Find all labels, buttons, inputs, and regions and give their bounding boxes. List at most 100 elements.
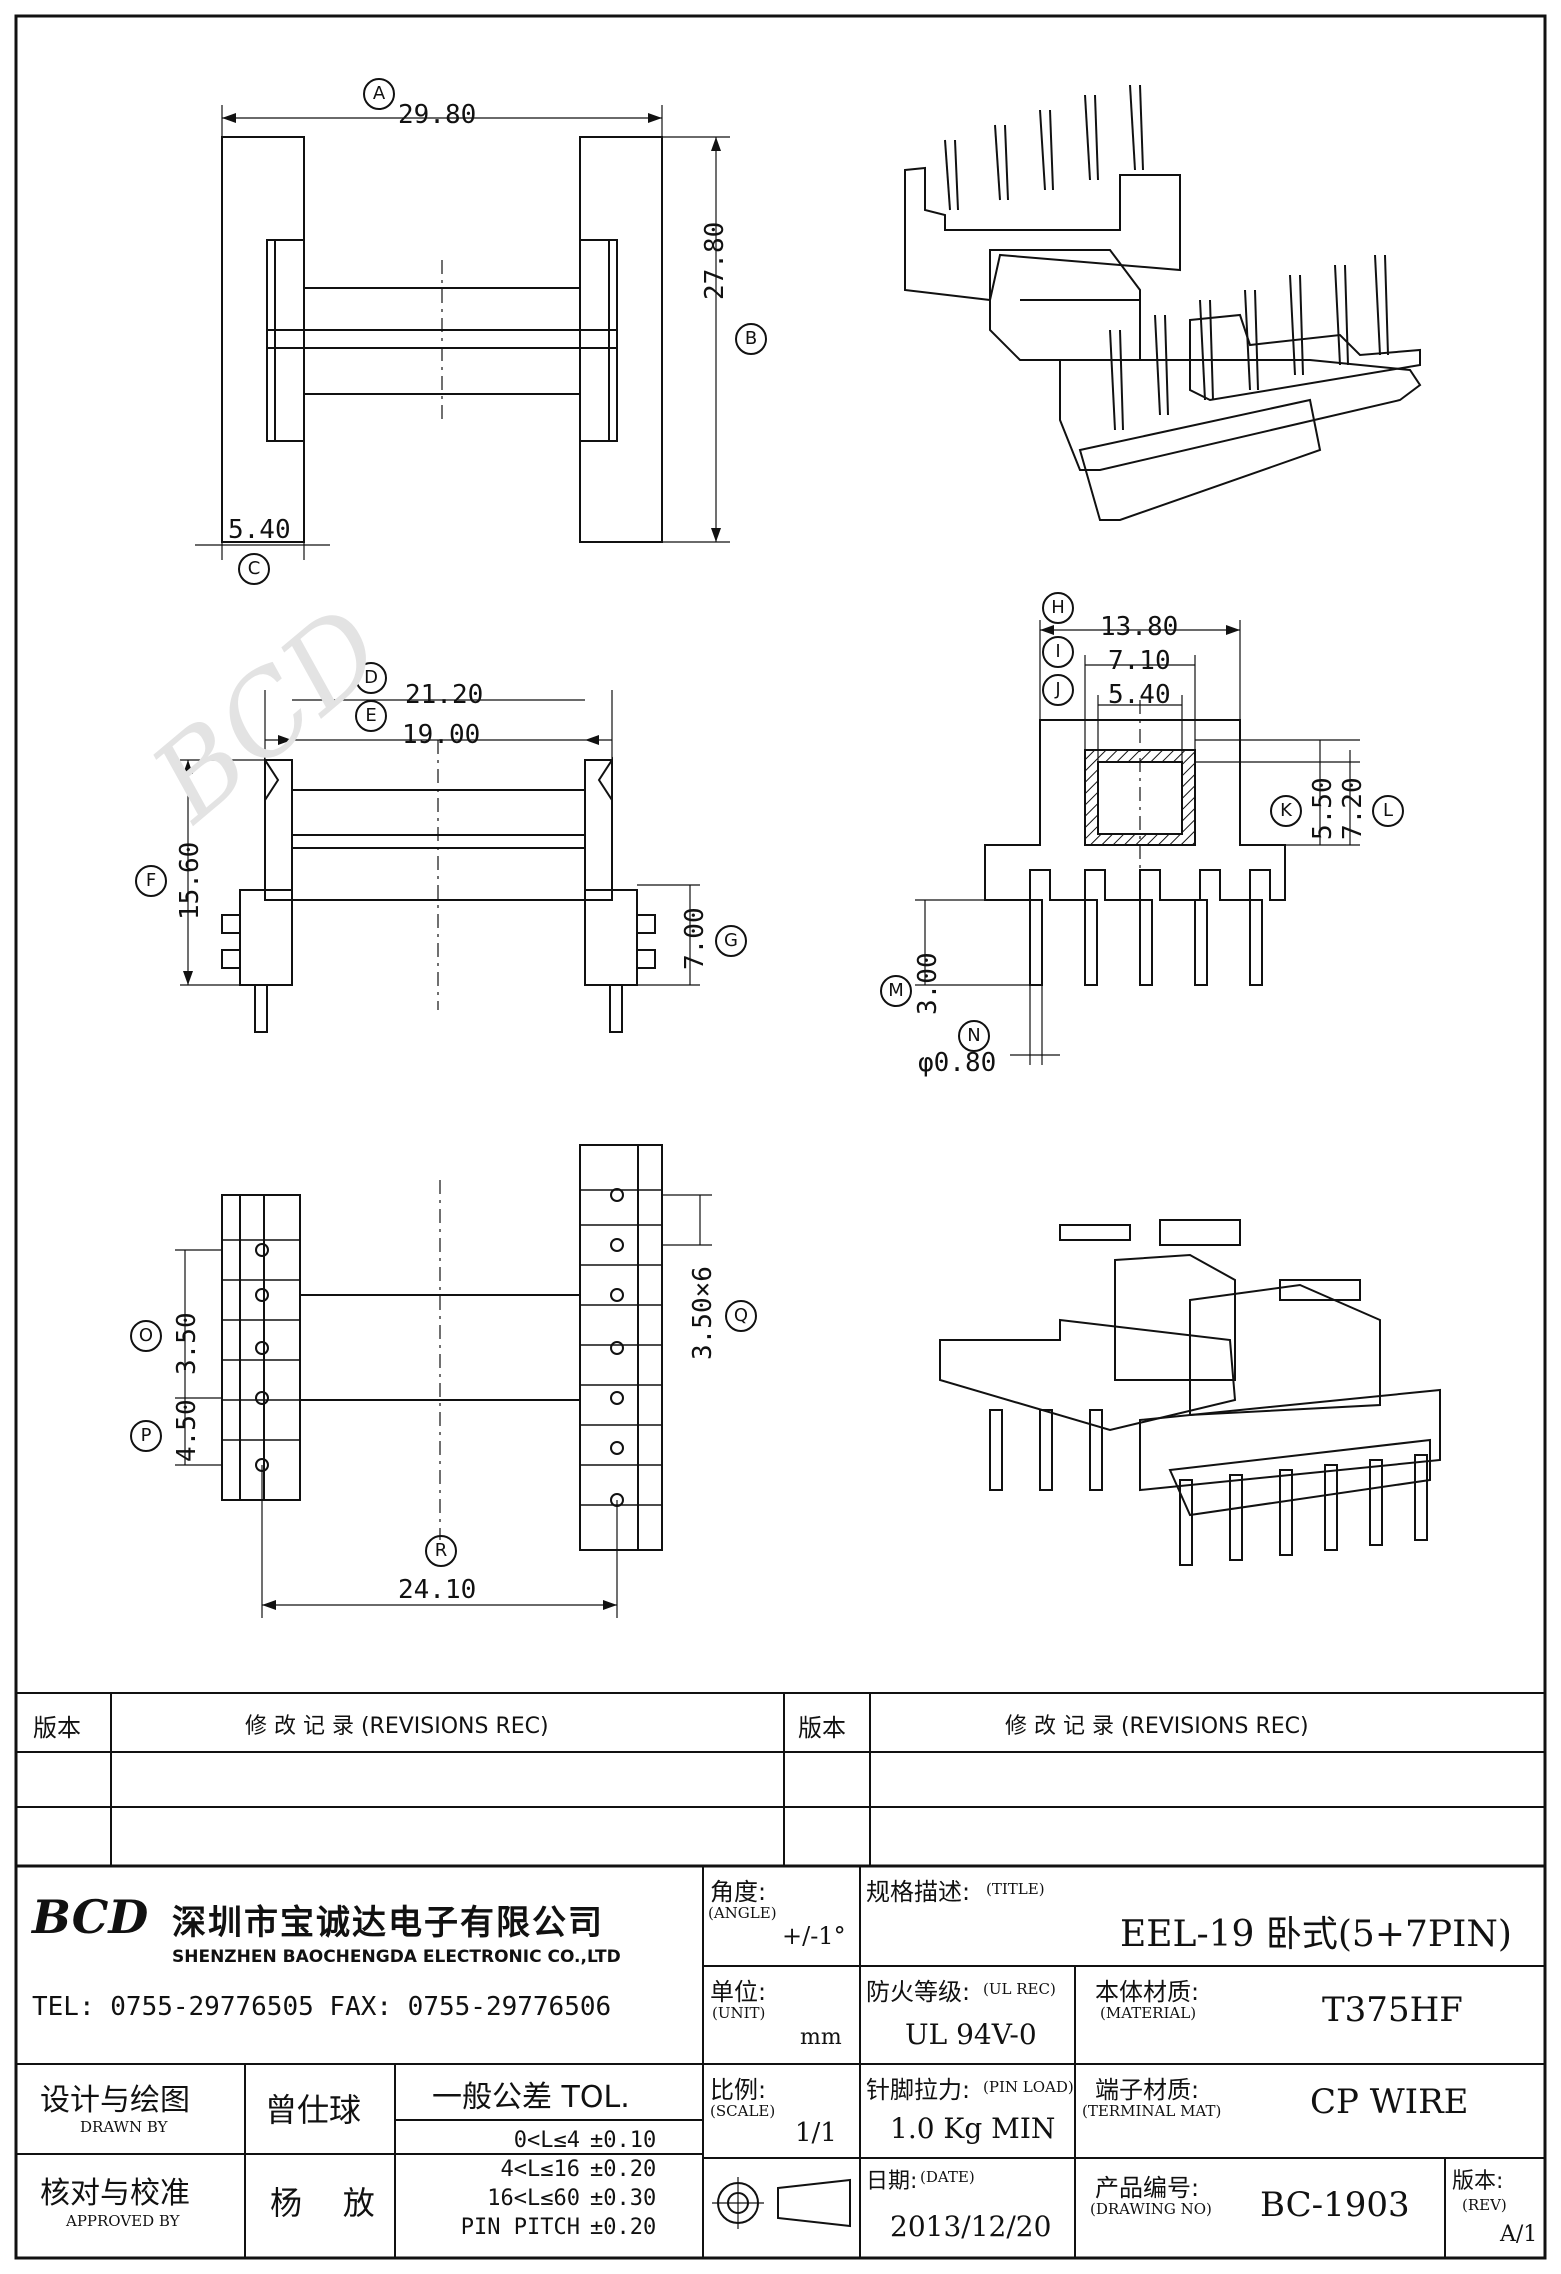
front-view	[915, 620, 1360, 1065]
label-K: K	[1270, 795, 1302, 827]
unit-label: 单位:	[710, 1978, 767, 2006]
tolerance-range: PIN PITCH	[460, 2215, 580, 2240]
tolerance-range: 16<L≤60	[487, 2186, 580, 2211]
projection-symbol	[712, 2177, 851, 2229]
company-contact: TEL: 0755-29776505 FAX: 0755-29776506	[32, 1992, 612, 2022]
date-label: 日期:	[866, 2169, 918, 2194]
dim-D-value: 21.20	[405, 680, 484, 710]
dim-N-value: φ0.80	[918, 1048, 997, 1078]
label-Q: Q	[725, 1300, 757, 1332]
rev-col-version-1: 版本	[33, 1714, 81, 1742]
label-B: B	[735, 323, 767, 355]
terminal-value: CP WIRE	[1310, 2082, 1469, 2122]
dim-L-value: 7.20	[1338, 777, 1368, 840]
scale-label: 比例:	[710, 2076, 767, 2104]
dim-I-value: 7.10	[1108, 646, 1171, 676]
dim-G-value: 7.00	[680, 907, 710, 970]
label-H: H	[1042, 592, 1074, 624]
drawingno-value: BC-1903	[1260, 2185, 1410, 2225]
label-A: A	[363, 78, 395, 110]
dim-B-value: 27.80	[700, 221, 730, 300]
top-view	[195, 105, 730, 560]
rev-col-record-1: 修 改 记 录 (REVISIONS REC)	[245, 1714, 549, 1739]
label-D: D	[355, 662, 387, 694]
tolerance-value: ±0.10	[590, 2128, 657, 2153]
title-label: 规格描述:	[866, 1878, 971, 1906]
approved-label: 核对与校准	[40, 2176, 190, 2211]
dim-O-value: 3.50	[172, 1312, 202, 1375]
dim-R-value: 24.10	[398, 1575, 477, 1605]
label-N: N	[958, 1020, 990, 1052]
pinload-label: 针脚拉力:	[866, 2076, 971, 2104]
title-sub: (TITLE)	[986, 1880, 1045, 1898]
ul-sub: (UL REC)	[983, 1980, 1056, 1998]
angle-label: 角度:	[710, 1878, 767, 1906]
dim-H-value: 13.80	[1100, 612, 1179, 642]
material-label: 本体材质:	[1095, 1978, 1200, 2006]
company-name-en: SHENZHEN BAOCHENGDA ELECTRONIC CO.,LTD	[172, 1947, 621, 1967]
drawingno-sub: (DRAWING NO)	[1090, 2200, 1212, 2218]
side-view	[180, 690, 700, 1033]
rev-col-version-2: 版本	[798, 1714, 846, 1742]
company-name-cn: 深圳市宝诚达电子有限公司	[172, 1903, 604, 1943]
tolerance-label: 一般公差 TOL.	[432, 2080, 630, 2115]
tolerance-range: 4<L≤16	[500, 2157, 580, 2182]
label-J: J	[1042, 674, 1074, 706]
tolerance-value: ±0.30	[590, 2186, 657, 2211]
pinload-sub: (PIN LOAD)	[983, 2078, 1074, 2096]
terminal-label: 端子材质:	[1095, 2076, 1200, 2104]
tolerance-value: ±0.20	[590, 2157, 657, 2182]
approved-sub: APPROVED BY	[66, 2212, 180, 2230]
rev-value: A/1	[1500, 2222, 1538, 2247]
rev-label: 版本:	[1452, 2169, 1504, 2194]
date-value: 2013/12/20	[890, 2210, 1052, 2243]
material-sub: (MATERIAL)	[1100, 2004, 1197, 2022]
angle-sub: (ANGLE)	[708, 1904, 777, 1922]
material-value: T375HF	[1322, 1990, 1463, 2030]
isometric-view-top	[904, 84, 1422, 521]
label-E: E	[355, 700, 387, 732]
label-P: P	[130, 1420, 162, 1452]
label-L: L	[1372, 795, 1404, 827]
dim-Q-value: 3.50×6	[688, 1266, 718, 1360]
dim-F-value: 15.60	[175, 841, 205, 920]
label-F: F	[135, 865, 167, 897]
unit-value: mm	[800, 2025, 842, 2050]
label-C: C	[238, 553, 270, 585]
isometric-view-bottom	[939, 1219, 1441, 1566]
scale-sub: (SCALE)	[710, 2102, 776, 2120]
label-M: M	[880, 975, 912, 1007]
label-O: O	[130, 1320, 162, 1352]
dim-J-value: 5.40	[1108, 680, 1171, 710]
unit-sub: (UNIT)	[712, 2004, 766, 2022]
designed-label: 设计与绘图	[40, 2083, 190, 2118]
designed-sub: DRAWN BY	[80, 2118, 168, 2136]
dim-K-value: 5.50	[1308, 777, 1338, 840]
designed-value: 曾仕球	[265, 2091, 362, 2129]
sheet-frame	[14, 14, 1547, 2260]
dim-E-value: 19.00	[402, 720, 481, 750]
approved-value: 杨 放	[270, 2184, 375, 2222]
dim-C-value: 5.40	[228, 515, 291, 545]
dimension-arrows	[183, 113, 1240, 1610]
tolerance-value: ±0.20	[590, 2215, 657, 2240]
tolerance-range: 0<L≤4	[513, 2128, 580, 2153]
ul-value: UL 94V-0	[905, 2018, 1037, 2051]
drawingno-label: 产品编号:	[1095, 2174, 1200, 2202]
label-I: I	[1042, 636, 1074, 668]
label-R: R	[425, 1535, 457, 1567]
terminal-sub: (TERMINAL MAT)	[1082, 2102, 1222, 2120]
rev-col-record-2: 修 改 记 录 (REVISIONS REC)	[1005, 1714, 1309, 1739]
table-grid	[16, 1692, 1545, 2258]
pinload-value: 1.0 Kg MIN	[890, 2112, 1056, 2145]
dim-M-value: 3.00	[913, 952, 943, 1015]
label-G: G	[715, 925, 747, 957]
date-sub: (DATE)	[920, 2168, 975, 2186]
dim-A-value: 29.80	[398, 100, 477, 130]
angle-value: +/-1°	[782, 1922, 846, 1950]
scale-value: 1/1	[795, 2118, 837, 2148]
company-logo: BCD	[32, 1890, 149, 1944]
dim-P-value: 4.50	[172, 1399, 202, 1462]
bottom-view	[175, 1144, 712, 1618]
